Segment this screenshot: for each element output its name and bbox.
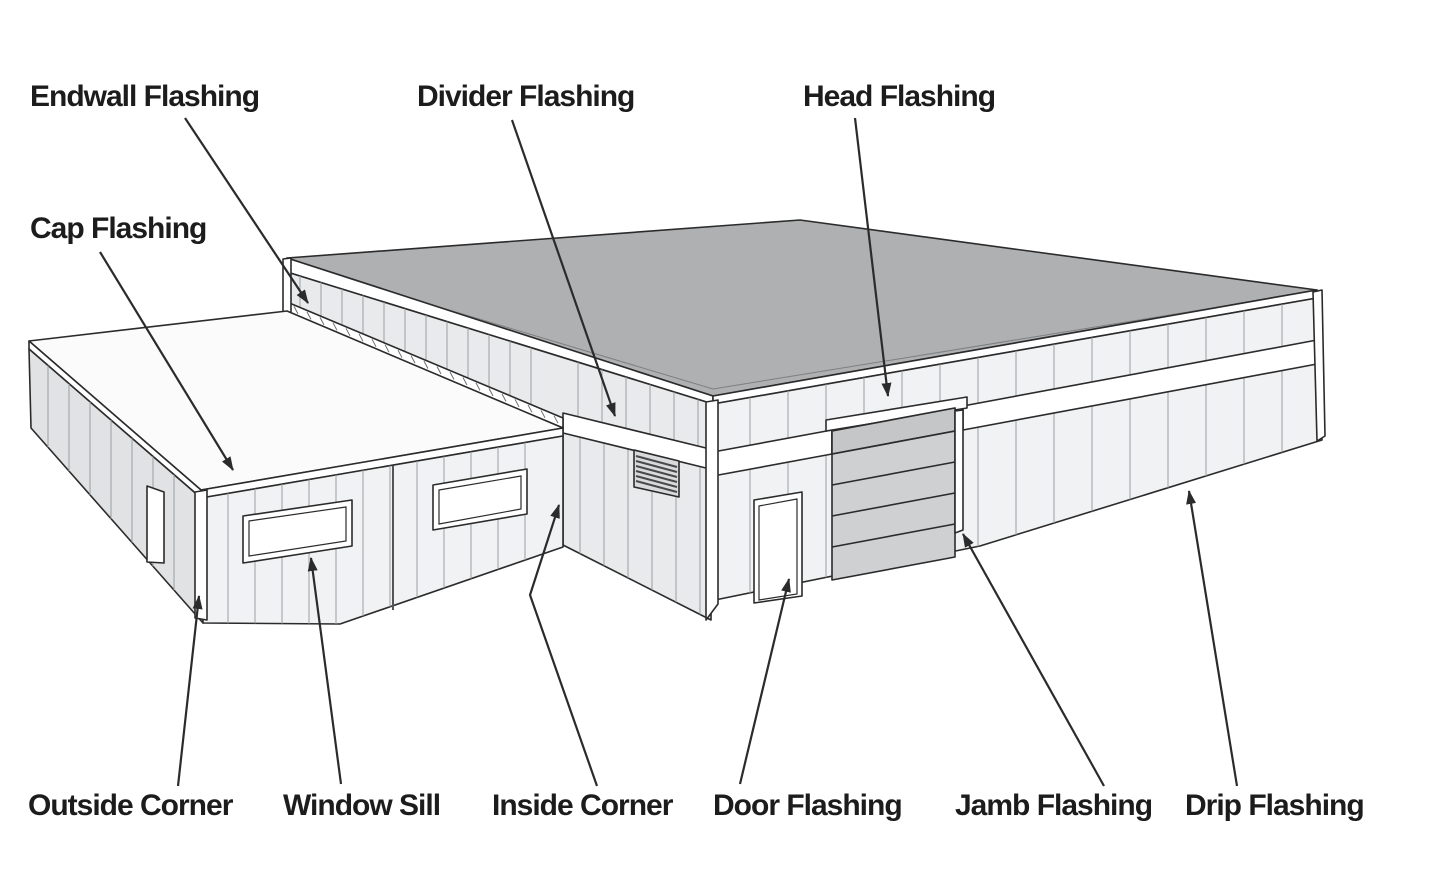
overhead-door [825,396,968,581]
inside-corner-arrow [528,504,599,787]
window-left [242,499,353,564]
jamb-flashing-arrow [962,533,1105,787]
label-outside-corner: Outside Corner [28,789,233,822]
leader-arrows [99,117,1239,787]
corrugation-tick [319,317,325,326]
label-inside-corner: Inside Corner [492,789,673,822]
corrugation-tick [449,371,455,380]
front-wall-upper-panel-seams [749,304,1283,446]
door-flashing-arrow [738,578,791,785]
louver-vent [633,449,680,498]
small-building-outside-corner-trim [194,489,208,621]
cap-flashing-arrow [99,251,234,471]
label-drip-flashing: Drip Flashing [1185,789,1365,822]
label-cap-flashing: Cap Flashing [30,212,207,245]
corrugation-tick [293,306,299,315]
corrugation-tick [514,399,520,408]
small-endwall-door [146,485,165,564]
corrugation-tick [540,410,546,419]
head-flashing-trim [825,396,968,432]
label-divider-flashing: Divider Flashing [417,80,635,113]
corrugation-tick [410,355,416,364]
window-right [432,468,528,531]
large-building [282,219,1326,621]
corrugation-tick [488,388,494,397]
endwall-flashing-arrow [184,117,309,304]
corrugation-tick [436,366,442,375]
endwall-flashing-corrugation [293,306,559,424]
corrugation-tick [371,338,377,347]
corrugation-tick [527,404,533,413]
corrugation-tick [462,377,468,386]
corrugation-tick [501,393,507,402]
large-building-outside-corner-trim [705,399,719,621]
window-sill-arrow [307,557,343,785]
outside-corner-arrow [176,595,203,787]
walk-door [753,491,803,604]
head-flashing-arrow [853,117,892,397]
endwall-sliver-panel-seams [299,276,532,405]
corrugation-tick [475,382,481,391]
label-jamb-flashing: Jamb Flashing [955,789,1153,822]
corrugation-tick [553,415,559,424]
drip-flashing-arrow [1186,490,1239,787]
large-building-right-corner-trim [1312,289,1326,442]
label-endwall-flashing: Endwall Flashing [30,80,260,113]
corrugation-tick [397,349,403,358]
corrugation-tick [306,311,312,320]
corrugation-tick [384,344,390,353]
endwall-upper-panel-seams [577,362,699,447]
label-head-flashing: Head Flashing [803,80,996,113]
corrugation-tick [423,360,429,369]
corrugation-tick [332,322,338,331]
divider-flashing-arrow [510,119,617,417]
corrugation-tick [358,333,364,342]
label-door-flashing: Door Flashing [713,789,903,822]
corrugation-tick [345,328,351,337]
label-window-sill: Window Sill [283,789,441,822]
jamb-flashing-trim [954,409,964,534]
